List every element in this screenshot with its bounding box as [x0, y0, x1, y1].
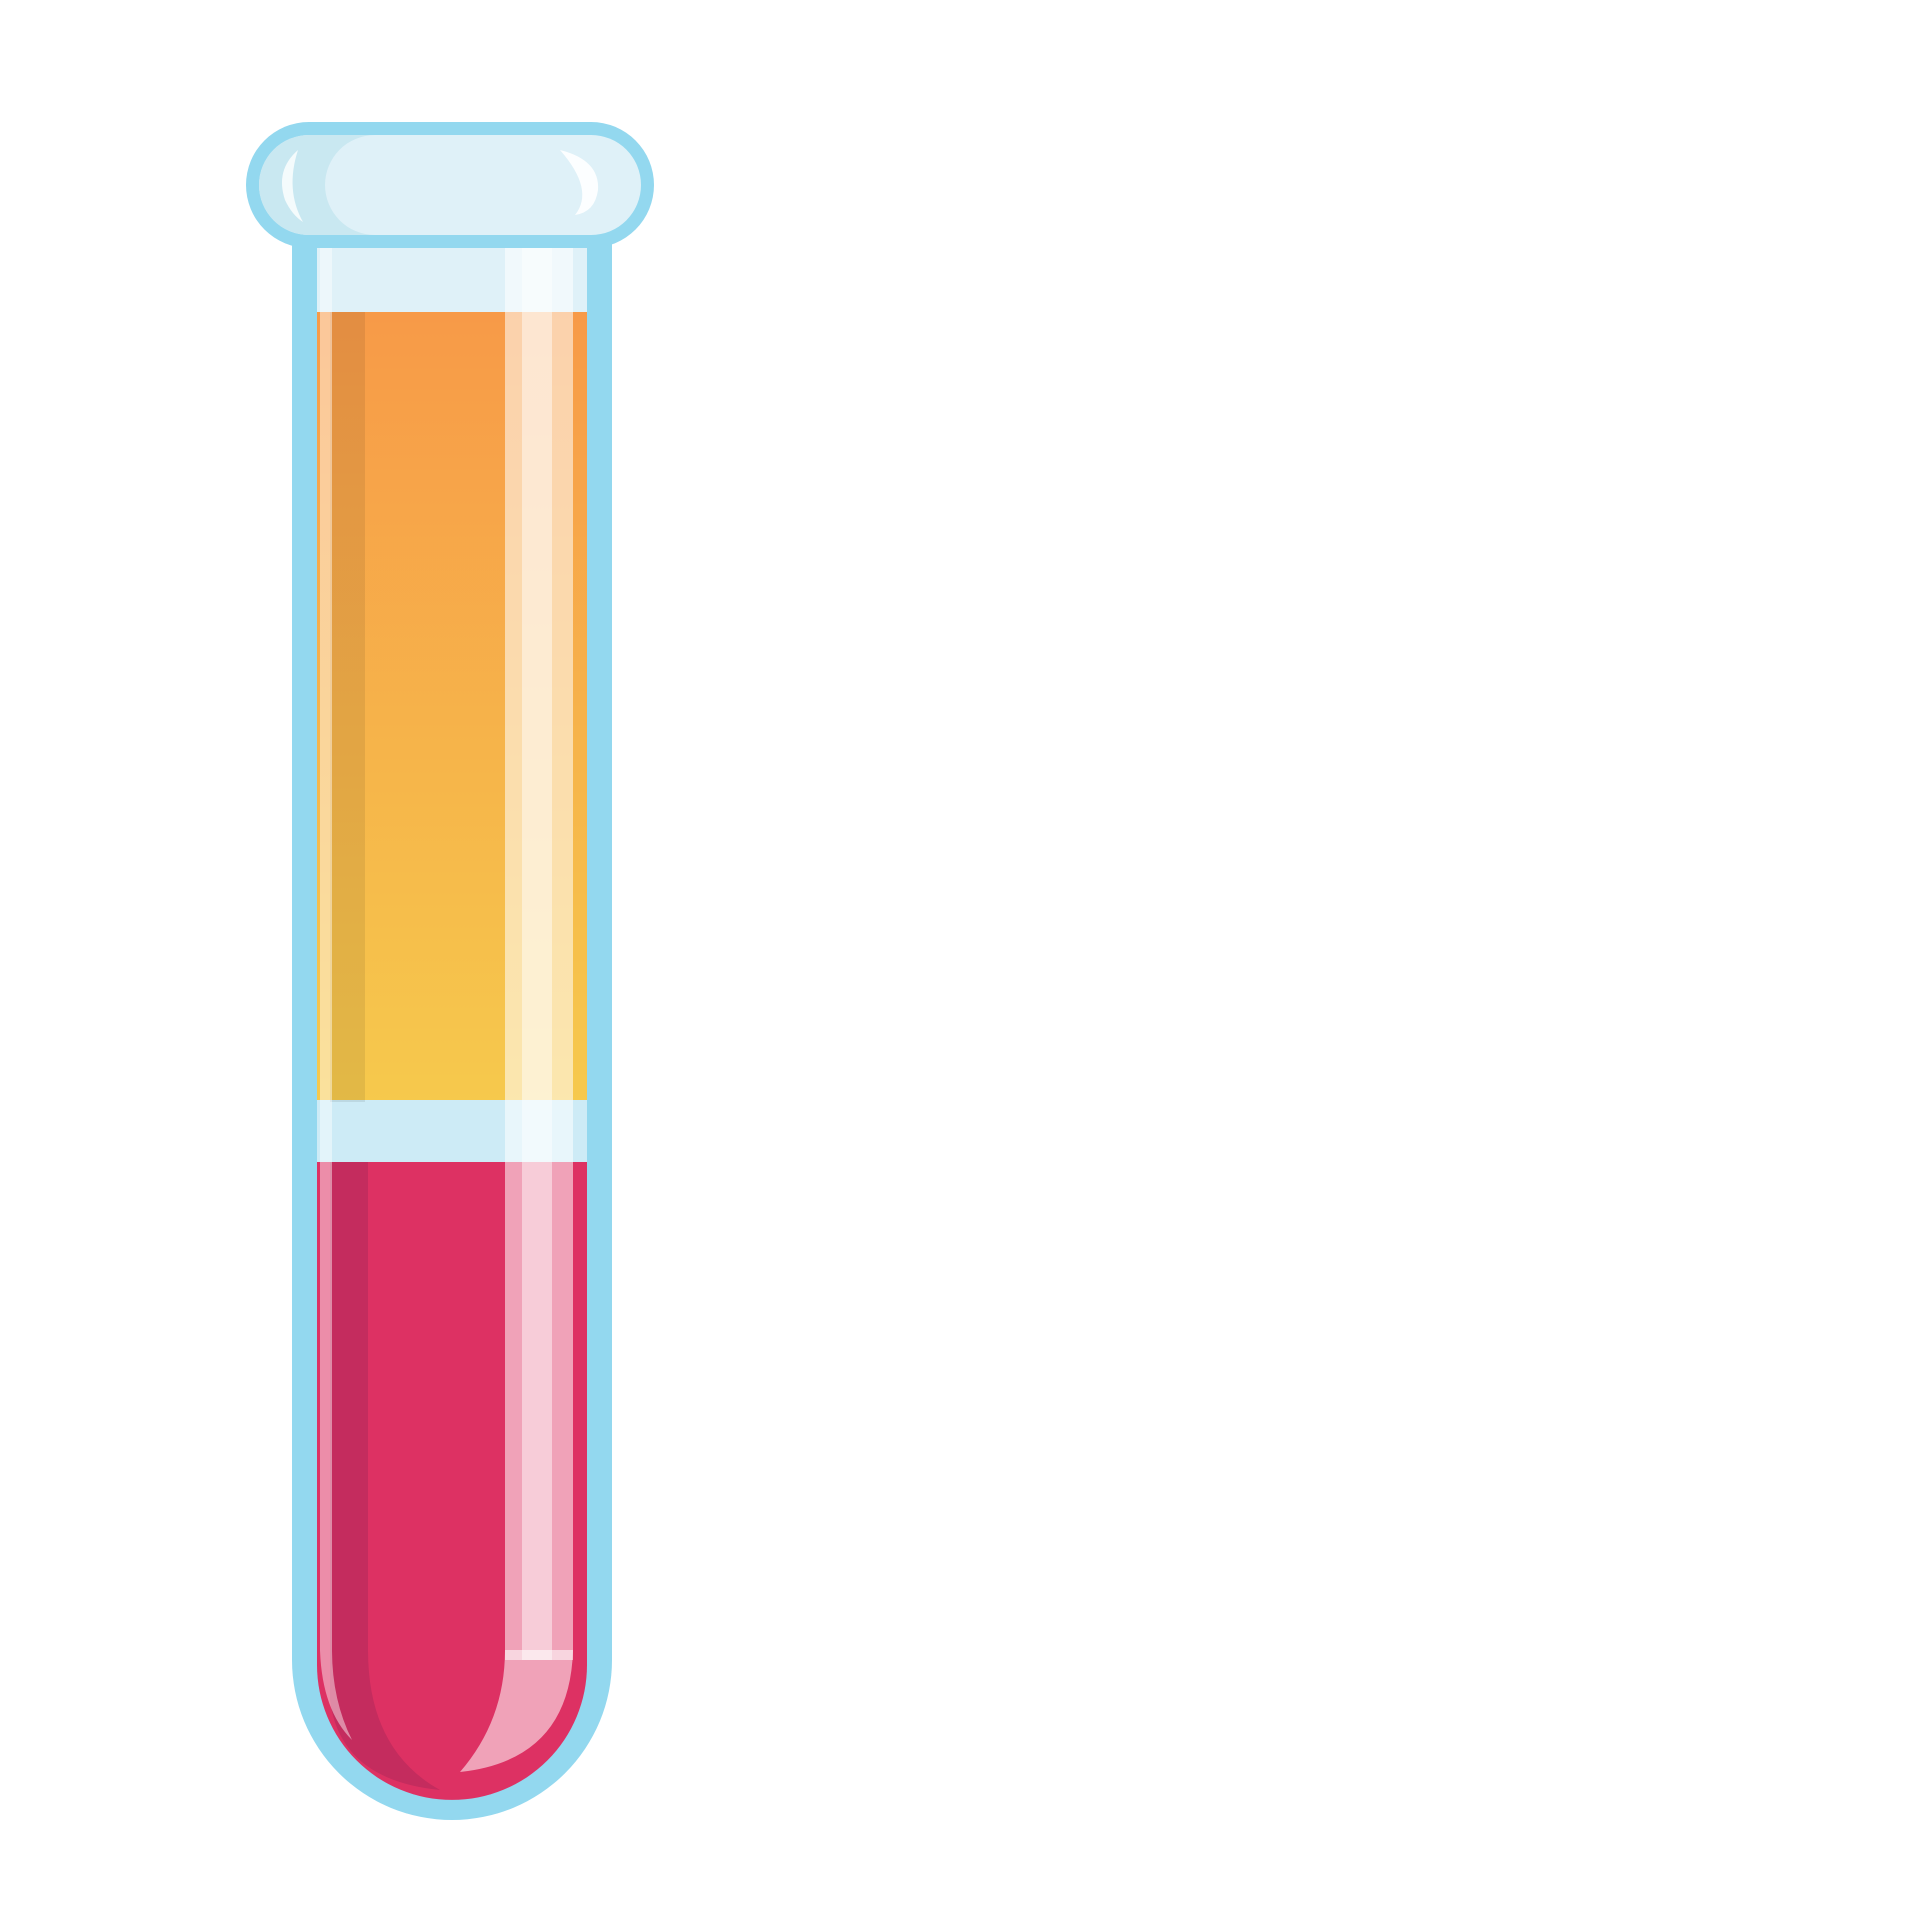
cap-right-highlight [560, 150, 599, 215]
glass-highlight-core [522, 248, 552, 1660]
tube-cap-shadow [259, 135, 375, 235]
bottom-reflection [460, 1650, 573, 1772]
upper-layer-shadow-strip [330, 312, 365, 1102]
cap-left-highlight [281, 150, 303, 222]
left-edge-reflection [320, 248, 352, 1740]
lower-layer-shadow-strip [330, 1162, 440, 1790]
tube-contents [317, 248, 587, 1800]
glass-highlight-strip [505, 248, 573, 1660]
tube-cap [259, 135, 641, 235]
